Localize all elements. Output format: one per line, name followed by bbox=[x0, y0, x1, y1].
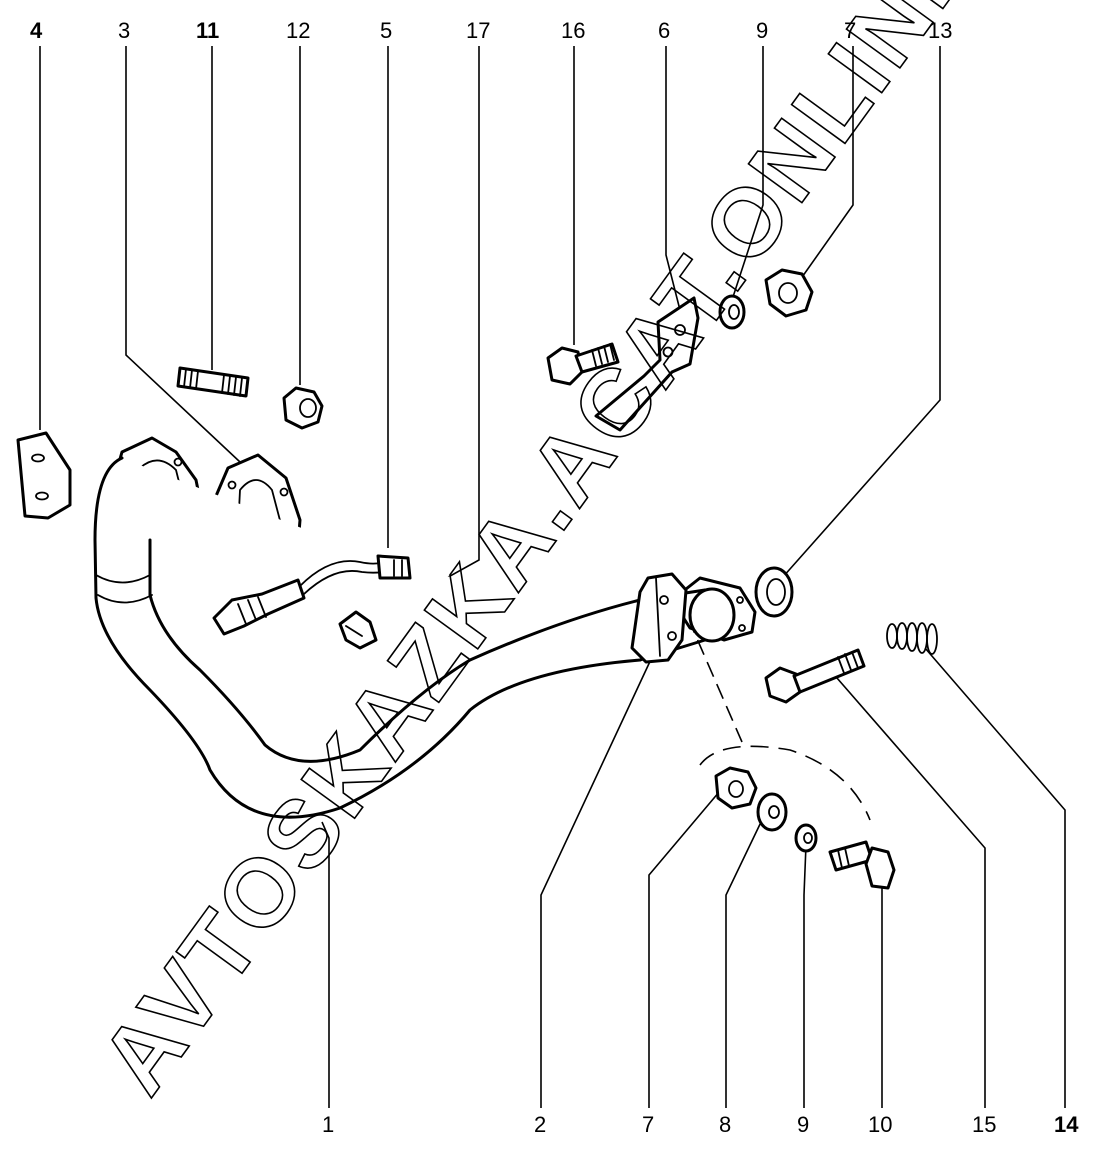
callout-9-bottom: 9 bbox=[797, 1112, 809, 1137]
callout-14: 14 bbox=[1054, 1112, 1079, 1137]
part-7-nut-bottom bbox=[714, 766, 758, 810]
callout-1: 1 bbox=[322, 1112, 334, 1137]
part-7-nut-top bbox=[764, 268, 814, 318]
part-14-spring bbox=[886, 622, 938, 655]
callout-7-bottom: 7 bbox=[642, 1112, 654, 1137]
callout-6: 6 bbox=[658, 18, 670, 43]
part-2-clamp bbox=[630, 572, 688, 664]
callout-13: 13 bbox=[928, 18, 952, 43]
callout-3: 3 bbox=[118, 18, 130, 43]
part-13-seal-ring bbox=[754, 566, 794, 618]
part-9-spring-washer-top bbox=[718, 294, 746, 330]
leader-lines bbox=[39, 46, 1066, 1108]
callout-4: 4 bbox=[30, 18, 43, 43]
part-6-support-bracket bbox=[594, 296, 700, 432]
part-15-long-bolt bbox=[764, 648, 866, 704]
callout-11: 11 bbox=[196, 18, 219, 43]
part-5-oxygen-sensor bbox=[212, 554, 412, 636]
callout-17: 17 bbox=[466, 18, 490, 43]
callout-10: 10 bbox=[868, 1112, 892, 1137]
callout-15: 15 bbox=[972, 1112, 996, 1137]
callout-2: 2 bbox=[534, 1112, 546, 1137]
part-4-bracket-plate bbox=[16, 431, 72, 520]
part-11-stud bbox=[176, 366, 250, 398]
part-17-clip bbox=[338, 610, 378, 650]
callout-5: 5 bbox=[380, 18, 392, 43]
part-12-nut bbox=[282, 386, 324, 430]
callout-16: 16 bbox=[561, 18, 585, 43]
callout-12: 12 bbox=[286, 18, 310, 43]
callout-9-top: 9 bbox=[756, 18, 768, 43]
part-8-flat-washer bbox=[756, 792, 788, 832]
part-16-bolt bbox=[546, 342, 620, 386]
part-10-bolt bbox=[828, 840, 896, 890]
callout-7-top: 7 bbox=[844, 18, 856, 43]
callout-8: 8 bbox=[719, 1112, 731, 1137]
part-9-spring-washer-bottom bbox=[794, 823, 818, 853]
